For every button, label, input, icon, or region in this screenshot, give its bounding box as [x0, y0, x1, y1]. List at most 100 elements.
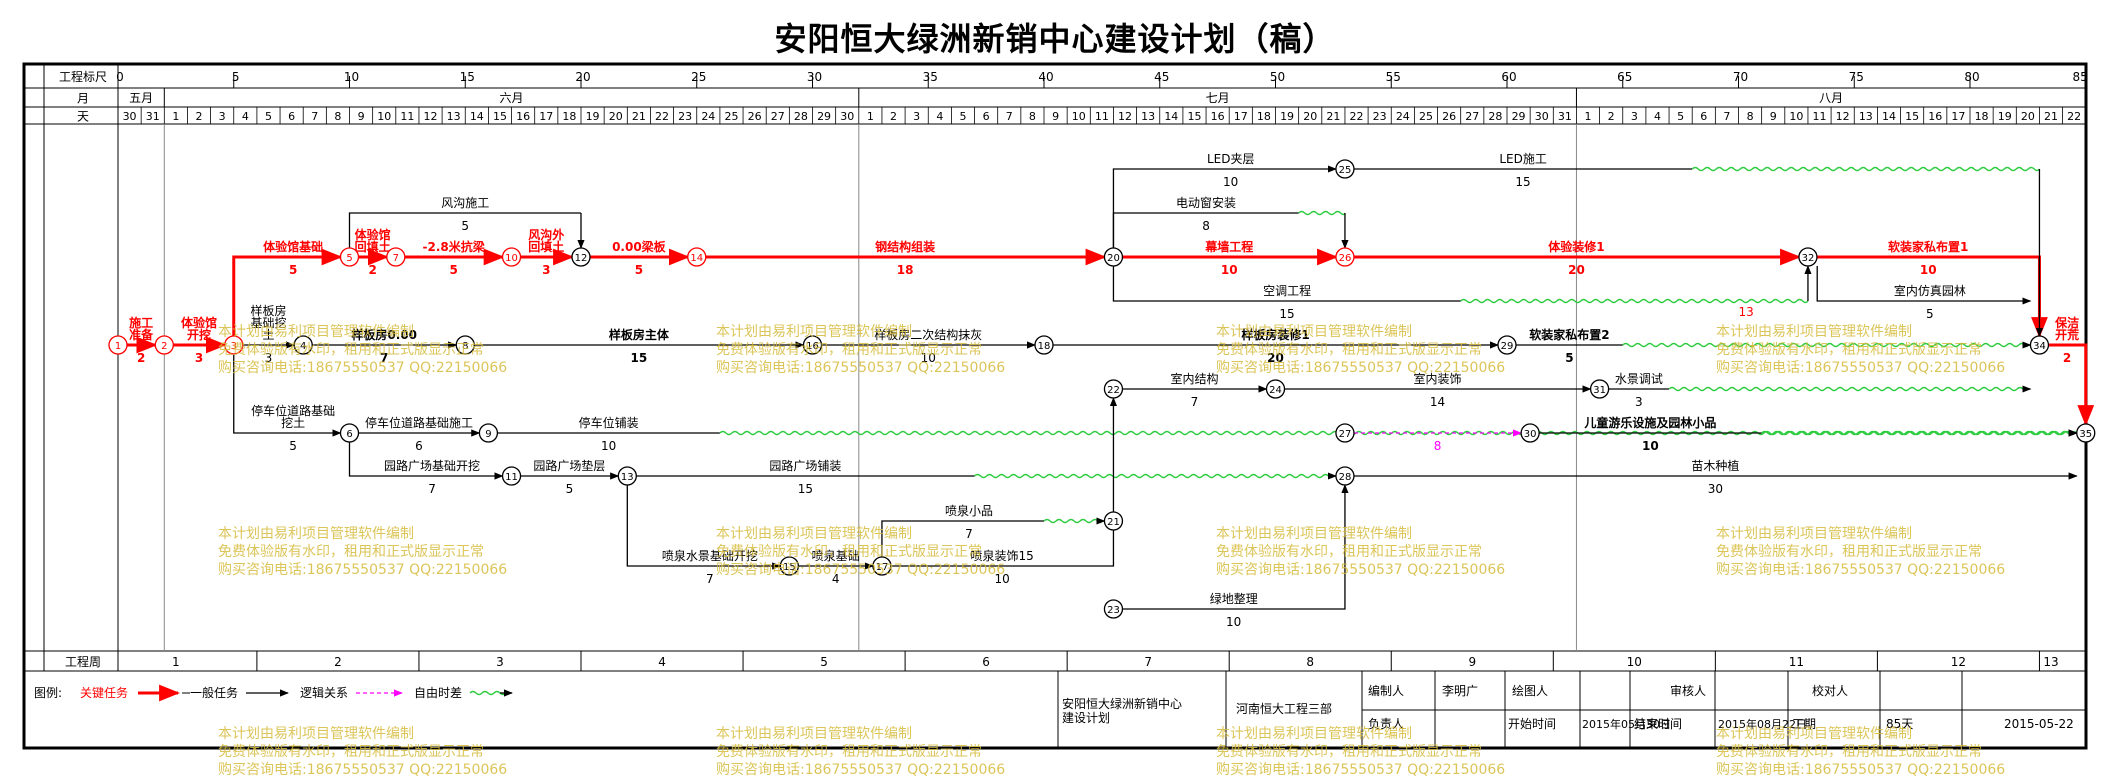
event-node: [501, 247, 522, 267]
event-node-id: 26: [1339, 253, 1352, 264]
day-label: 17: [1234, 110, 1248, 123]
day-label: 12: [424, 110, 438, 123]
day-label: 31: [1558, 110, 1572, 123]
event-node-id: 16: [806, 341, 819, 352]
event-node: [108, 335, 128, 355]
activity-name: 室内仿真园林: [1894, 283, 1966, 298]
activity-name: 园路广场基础开挖: [384, 458, 480, 473]
activity-duration: 5: [635, 263, 643, 277]
activity-name: 室内结构: [1170, 371, 1218, 386]
event-node-id: 17: [876, 562, 889, 573]
day-label: 24: [701, 110, 715, 123]
day-label: 17: [539, 110, 553, 123]
activity-arrow: [232, 248, 343, 336]
event-node: [1335, 247, 1355, 267]
day-label: 9: [358, 110, 365, 123]
activity-arrow: [881, 520, 1044, 557]
activity-name: 喷泉装饰15: [971, 549, 1034, 563]
activity-duration: 5: [289, 263, 297, 277]
free-float-wavy-line: [974, 473, 1334, 479]
day-label: 4: [1654, 110, 1661, 123]
free-float-wavy-line: [1043, 518, 1103, 524]
event-node-id: 28: [1339, 472, 1352, 483]
event-node: [571, 247, 591, 267]
event-node-id: 15: [783, 562, 796, 573]
activity-name: 空调工程: [1263, 283, 1311, 298]
legend-critical-label: 关键任务: [80, 685, 128, 700]
event-node: [1265, 379, 1286, 399]
activity-name: LED施工: [1499, 152, 1547, 166]
event-node: [1103, 379, 1124, 399]
day-label: 3: [913, 110, 920, 123]
day-label: 9: [1052, 110, 1059, 123]
activity-duration: 7: [1191, 395, 1199, 409]
day-label: 30: [840, 110, 854, 123]
event-node-id: 29: [1501, 341, 1514, 352]
day-label: 2: [196, 110, 203, 123]
day-label: 20: [2021, 110, 2035, 123]
day-label: 6: [288, 110, 295, 123]
activity-duration: 10: [1642, 439, 1659, 453]
activity-duration: 15: [1279, 307, 1294, 321]
event-node-id: 6: [346, 429, 352, 440]
day-label: 27: [1465, 110, 1479, 123]
activity-arrow: [626, 485, 782, 570]
legend-normal-label: 一般任务: [190, 685, 238, 700]
activity-name: 电动窗安装: [1176, 195, 1236, 210]
day-label: 13: [1859, 110, 1873, 123]
week-label: 12: [1951, 655, 1966, 669]
event-node: [1103, 599, 1124, 619]
event-node-id: 3: [231, 341, 237, 352]
day-label: 27: [771, 110, 785, 123]
day-label: 21: [1326, 110, 1340, 123]
event-node: [1335, 423, 1355, 443]
scale-label: 45: [1154, 70, 1169, 84]
activity-name: 苗木种植: [1691, 458, 1739, 473]
day-label: 30: [123, 110, 137, 123]
day-label: 22: [655, 110, 669, 123]
day-label: 10: [1789, 110, 1803, 123]
activity-duration: 10: [1221, 263, 1238, 277]
activity-duration: 18: [897, 263, 914, 277]
activity-duration: 4: [832, 572, 840, 586]
start-label: 开始时间: [1508, 717, 1556, 731]
free-float-wavy-line: [1691, 166, 2041, 172]
activity-name: 0.00梁板: [612, 239, 667, 254]
activity-name: 体验馆: [355, 227, 391, 242]
week-label: 6: [982, 655, 990, 669]
day-label: 1: [1585, 110, 1592, 123]
activity-duration: 15: [798, 482, 813, 496]
event-node-id: 4: [300, 341, 306, 352]
week-label: 5: [820, 655, 828, 669]
row-label: 月: [77, 92, 89, 106]
legend-title: 图例:: [34, 686, 62, 700]
scale-label: 85: [2072, 70, 2087, 84]
activity-name: 回填土: [355, 239, 391, 254]
activity-name: 室内装饰: [1414, 371, 1462, 386]
activity-name: 停车位道路基础: [251, 403, 335, 418]
day-label: 1: [172, 110, 179, 123]
activity-duration: 7: [965, 527, 973, 541]
day-label: 5: [959, 110, 966, 123]
activity-arrow: [1112, 266, 1461, 302]
scale-label: 20: [575, 70, 590, 84]
day-label: 15: [1187, 110, 1201, 123]
activity-duration: 5: [1565, 351, 1573, 365]
info-cell: 编制人: [1368, 683, 1404, 698]
scale-label: 35: [923, 70, 938, 84]
activity-duration: 10: [921, 351, 936, 365]
activity-duration: 5: [1926, 307, 1934, 321]
activity-name: 儿童游乐设施及园林小品: [1583, 415, 1716, 430]
scale-label: 80: [1964, 70, 1979, 84]
activity-name: 喷泉小品: [945, 504, 993, 518]
activity-duration: 14: [1430, 395, 1445, 409]
day-label: 11: [400, 110, 414, 123]
activity-arrow: [1112, 212, 1299, 248]
week-label: 9: [1468, 655, 1476, 669]
activity-duration: 20: [1568, 263, 1585, 277]
scale-label: 40: [1038, 70, 1053, 84]
info-table: 安阳恒大绿洲新销中心建设计划河南恒大工程三部编制人李明广绘图人审核人校对人负责人…: [1057, 671, 2086, 748]
event-node: [872, 556, 892, 576]
activity-name: 基础挖: [250, 315, 286, 330]
activity-name: 水景调试: [1615, 371, 1663, 386]
